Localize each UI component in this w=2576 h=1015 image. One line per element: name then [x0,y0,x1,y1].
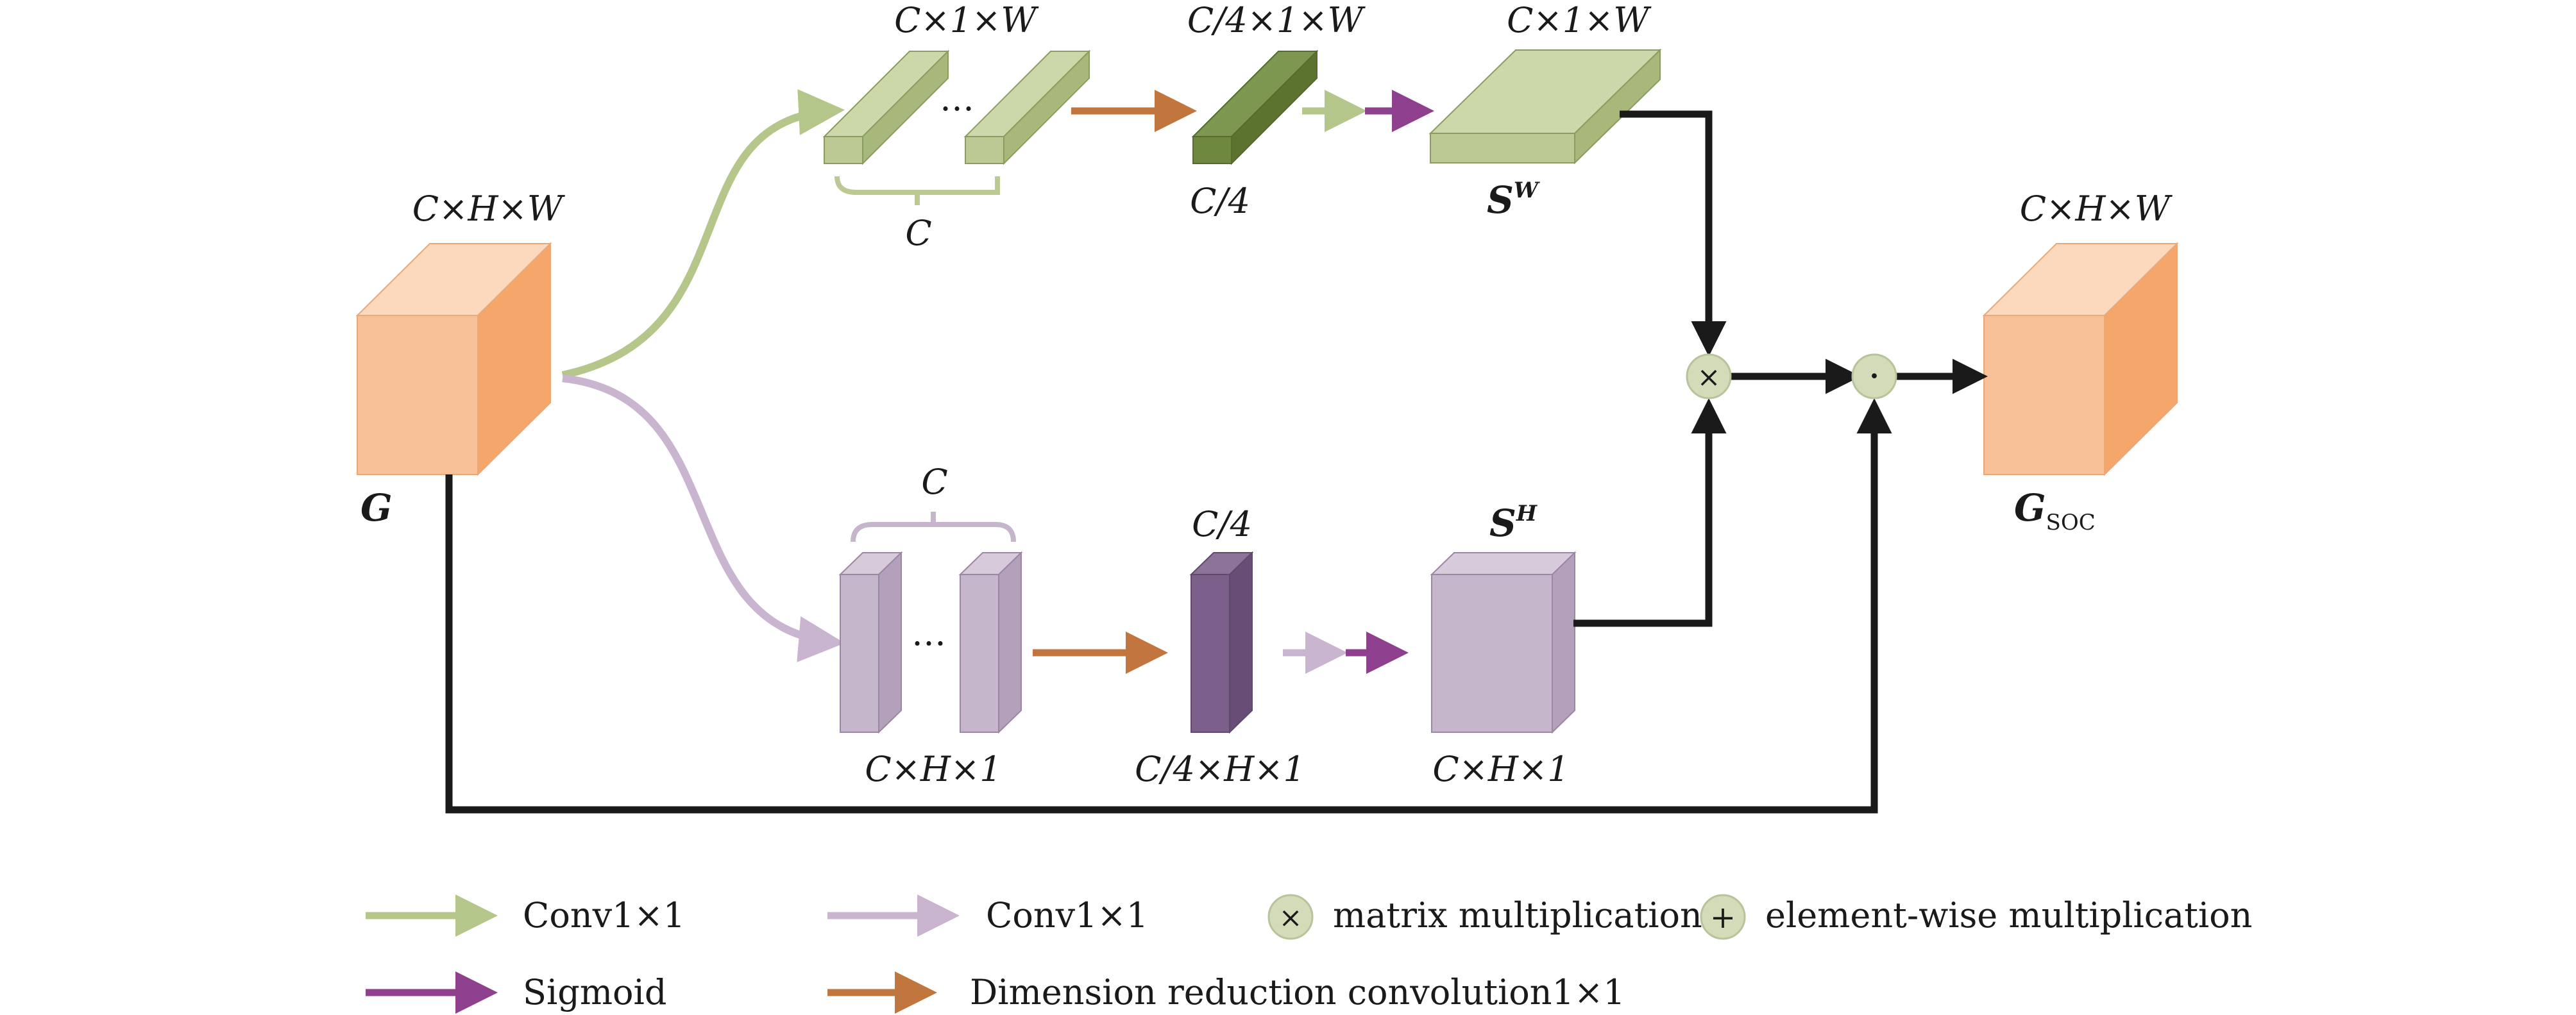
top-attention-dims-label: C×1×W [1507,0,1652,40]
bottom-reduced-dims-label: C/4×H×1 [1135,749,1305,789]
top-reduced-label: C/4 [1190,181,1250,221]
legend-elementwise-icon [1700,894,1746,940]
top-slices-dims-label: C×1×W [894,0,1039,40]
bottom-reduced-bar [1189,551,1254,734]
matmul-symbol: × [1697,361,1721,394]
top-slice-bar-first [822,49,950,165]
output-feature-cube [1982,242,2179,476]
legend-matmul-label: matrix multiplication [1333,895,1702,935]
top-attention-map-sw [1428,48,1662,165]
input-dims-label: C×H×W [412,189,566,229]
matmul-operator: × [1686,353,1732,399]
top-reduced-bar [1191,49,1319,165]
input-feature-cube [355,242,552,476]
bottom-attention-name-label: SH [1489,501,1538,545]
sh-to-matmul-line [1573,398,1727,627]
bottom-reduced-label: C/4 [1192,504,1252,544]
bottom-slices-dims-label: C×H×1 [865,749,1001,789]
top-slices-bracket [835,176,1000,195]
legend-conv-lilac-label: Conv1×1 [986,895,1148,935]
output-name-label: GSOC [2014,486,2096,535]
bottom-slices-ellipsis: … [911,613,946,653]
residual-skip-line [445,398,1892,814]
top-slices-count-label: C [905,213,931,253]
legend: Conv1×1 Conv1×1 × matrix multiplication … [366,894,2252,1014]
bottom-slice-bar-last [958,551,1023,734]
legend-sigmoid-label: Sigmoid [523,972,666,1012]
legend-dim-reduction-label: Dimension reduction convolution1×1 [970,972,1625,1012]
legend-conv-green-label: Conv1×1 [523,895,685,935]
elementwise-symbol: · [1868,354,1880,399]
bottom-slices-count-label: C [921,462,947,502]
legend-elementwise-symbol: + [1710,900,1736,935]
bottom-slices-bracket [851,522,1016,542]
top-attention-name-label: SW [1487,178,1540,222]
legend-matmul-symbol: × [1279,902,1303,934]
bottom-slice-bar-first [838,551,903,734]
top-slices-ellipsis: … [940,78,974,119]
input-name-label: G [360,486,393,530]
legend-elementwise-label: element-wise multiplication [1765,895,2252,935]
branch-curve-top [561,89,845,379]
sw-to-matmul-line [1620,110,1727,357]
output-dims-label: C×H×W [2020,189,2173,229]
bottom-attention-map-sh [1430,551,1577,734]
elementwise-operator: · [1851,353,1897,399]
bottom-attention-dims-label: C×H×1 [1432,749,1569,789]
legend-matmul-icon [1267,894,1314,940]
top-slice-bar-last [963,49,1091,165]
branch-curve-bottom [562,374,845,662]
top-reduced-dims-label: C/4×1×W [1187,0,1366,40]
